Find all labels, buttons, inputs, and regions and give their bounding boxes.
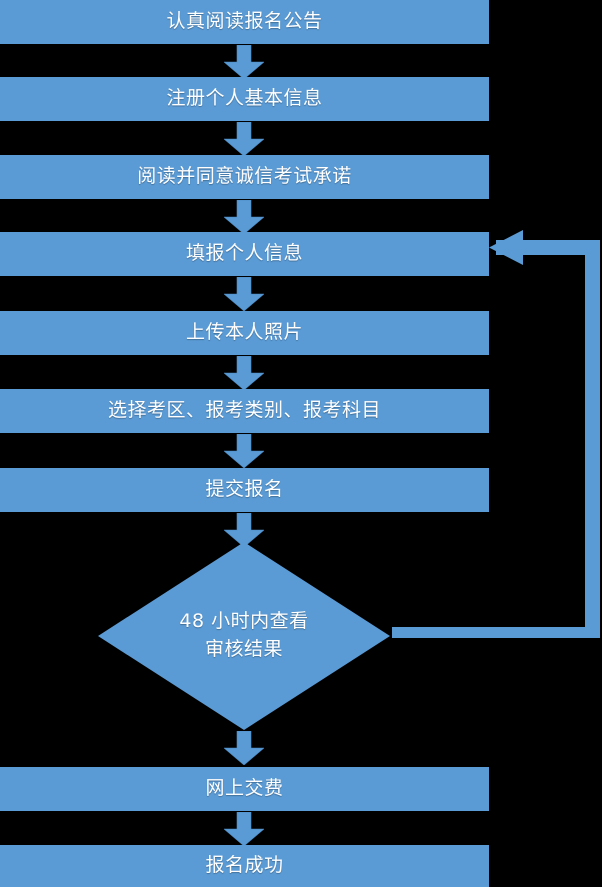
node-upload-photo[interactable]: 上传本人照片 bbox=[0, 311, 489, 355]
connector-arrow-7 bbox=[224, 513, 264, 547]
node-agree-integrity-pledge[interactable]: 阅读并同意诚信考试承诺 bbox=[0, 155, 489, 199]
node-label: 注册个人基本信息 bbox=[166, 87, 323, 110]
node-label: 阅读并同意诚信考试承诺 bbox=[137, 165, 352, 188]
node-select-exam-options[interactable]: 选择考区、报考类别、报考科目 bbox=[0, 389, 489, 433]
node-label: 提交报名 bbox=[205, 478, 284, 501]
connector-arrow-8 bbox=[224, 731, 264, 765]
node-read-announcement[interactable]: 认真阅读报名公告 bbox=[0, 0, 489, 44]
node-label: 选择考区、报考类别、报考科目 bbox=[107, 399, 381, 422]
node-label: 填报个人信息 bbox=[185, 242, 303, 265]
node-label: 网上交费 bbox=[205, 777, 284, 800]
node-check-review-result[interactable]: 48 小时内查看 审核结果 bbox=[98, 542, 390, 730]
connector-arrow-5 bbox=[224, 356, 264, 390]
connector-arrow-9 bbox=[224, 812, 264, 846]
node-register-basic-info[interactable]: 注册个人基本信息 bbox=[0, 77, 489, 121]
node-label: 认真阅读报名公告 bbox=[166, 10, 323, 33]
node-registration-success[interactable]: 报名成功 bbox=[0, 845, 489, 887]
connector-arrow-4 bbox=[224, 277, 264, 311]
connector-arrow-3 bbox=[224, 200, 264, 234]
node-submit-registration[interactable]: 提交报名 bbox=[0, 468, 489, 512]
connector-feedback-loop bbox=[386, 230, 602, 650]
connector-arrow-1 bbox=[224, 45, 264, 79]
connector-arrow-2 bbox=[224, 122, 264, 156]
node-fill-personal-info[interactable]: 填报个人信息 bbox=[0, 232, 489, 276]
node-label: 报名成功 bbox=[205, 854, 284, 877]
node-label: 上传本人照片 bbox=[185, 321, 303, 344]
node-online-payment[interactable]: 网上交费 bbox=[0, 767, 489, 811]
connector-arrow-6 bbox=[224, 434, 264, 468]
